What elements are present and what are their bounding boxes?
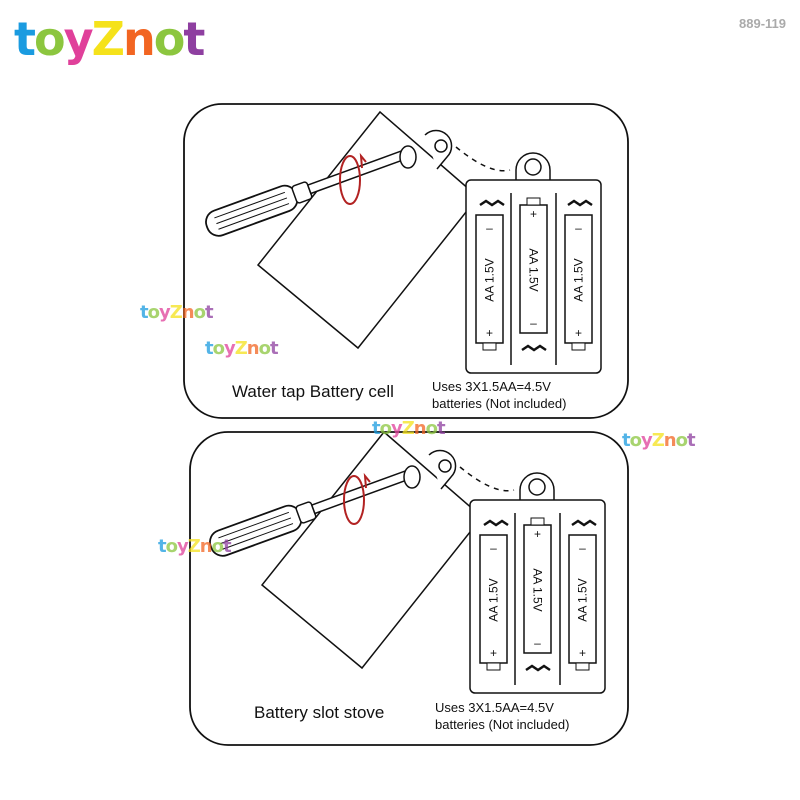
battery-label: AA 1.5V (572, 258, 586, 301)
watermark-logo: toyZnot (205, 338, 279, 359)
panel-water-tap: – + AA 1.5V – + AA 1.5V + – AA 1.5V Water tap Ba… (183, 103, 629, 419)
panel-caption: Battery slot stove (254, 703, 384, 722)
battery-label: + (579, 646, 586, 660)
battery-label: – (490, 541, 497, 555)
battery-label: – (530, 316, 537, 330)
battery-label: + (490, 646, 497, 660)
watermark-logo: toyZnot (158, 536, 232, 557)
battery-label: + (575, 326, 582, 340)
battery-label: + (534, 527, 541, 541)
logo-letter: o (153, 12, 186, 66)
product-code: 889-119 (739, 16, 786, 31)
battery-label: AA 1.5V (527, 248, 541, 291)
logo-letter: o (34, 12, 66, 66)
logo-letter: t (183, 12, 205, 66)
battery-label: – (575, 221, 582, 235)
battery-label: – (579, 541, 586, 555)
panel-caption: Water tap Battery cell (232, 382, 394, 401)
battery-note: Uses 3X1.5AA=4.5V (435, 700, 554, 715)
brand-logo: toyZnot (14, 12, 205, 66)
battery-label: – (534, 636, 541, 650)
battery-label: + (530, 207, 537, 221)
battery-note: batteries (Not included) (432, 396, 566, 411)
battery-label: + (486, 326, 493, 340)
logo-letter: y (63, 12, 94, 66)
battery-label: AA 1.5V (531, 568, 545, 611)
logo-letter: Z (91, 12, 125, 66)
battery-label: AA 1.5V (487, 578, 501, 621)
watermark-logo: toyZnot (140, 302, 214, 323)
battery-label: AA 1.5V (576, 578, 590, 621)
battery-note: batteries (Not included) (435, 717, 569, 732)
watermark-logo: toyZnot (372, 418, 446, 439)
battery-label: – (486, 221, 493, 235)
battery-note: Uses 3X1.5AA=4.5V (432, 379, 551, 394)
panel-battery-slot-stove: – + AA 1.5V – + AA 1.5V + – AA 1.5V Battery slot… (189, 430, 629, 746)
watermark-logo: toyZnot (622, 430, 696, 451)
logo-letter: n (122, 12, 156, 66)
logo-letter: t (14, 12, 36, 66)
battery-label: AA 1.5V (483, 258, 497, 301)
